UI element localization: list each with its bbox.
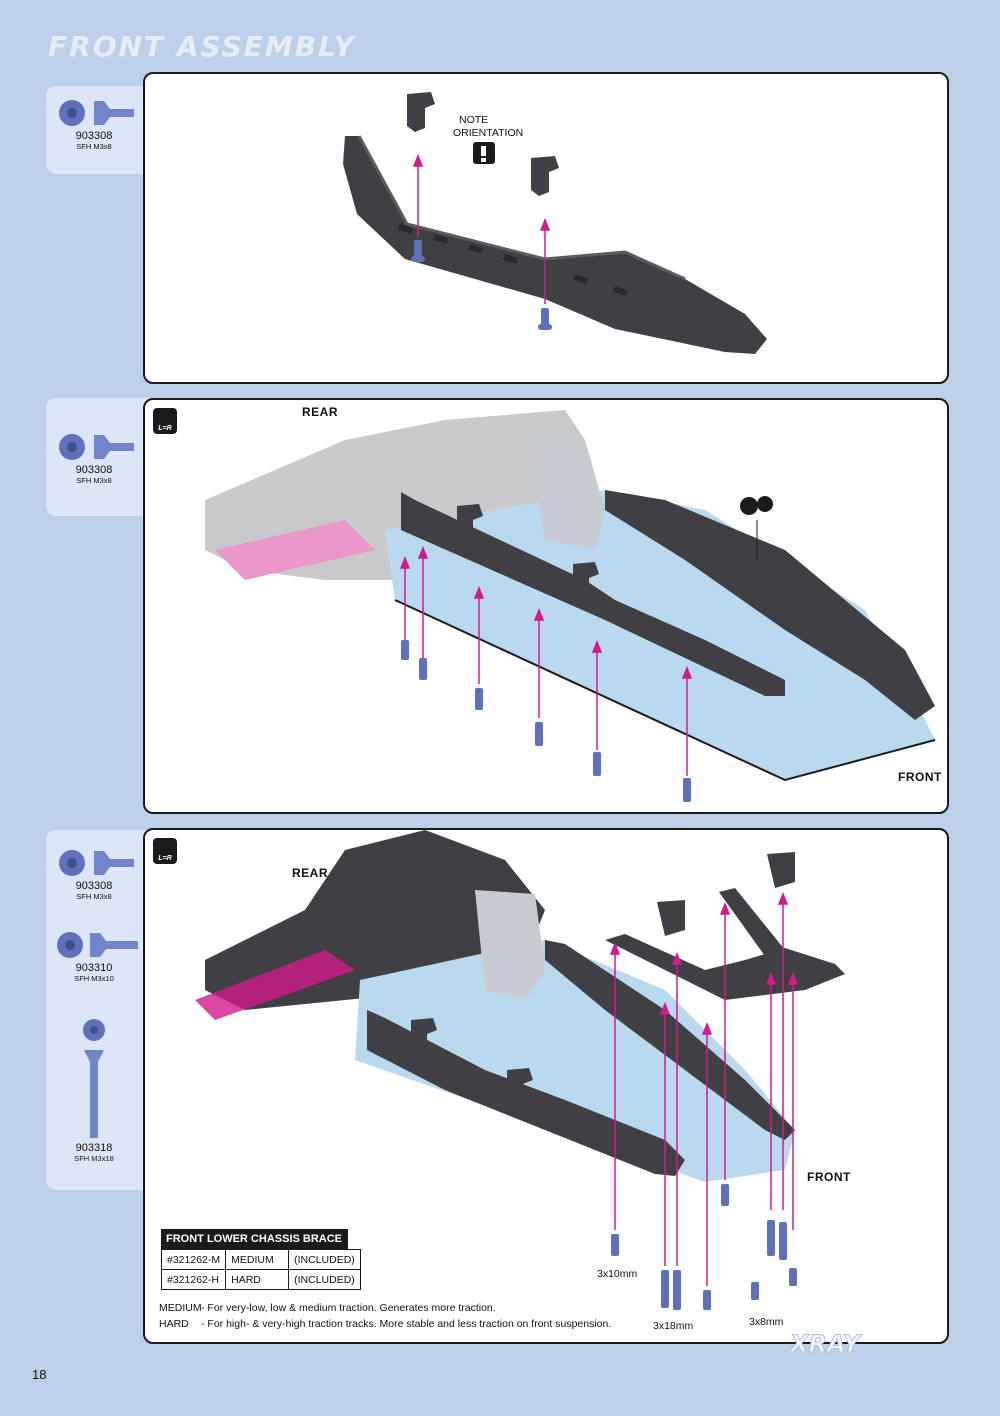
xray-logo: XRAY (790, 1330, 863, 1356)
hook-part (407, 92, 559, 196)
step3-parts-tab: 903308 SFH M3x8 903310 SFH M3x10 903318 … (46, 830, 156, 1190)
part-desc: SFH M3x18 (74, 1154, 114, 1163)
note-row: HARD - For high- & very-high traction tr… (159, 1316, 611, 1332)
sfh-screw-icon (59, 434, 134, 460)
part-code: 903308 (75, 880, 113, 892)
front-label: FRONT (807, 1170, 851, 1184)
front-label: FRONT (898, 770, 942, 784)
step2-parts-tab: 903308 SFH M3x8 (46, 398, 156, 516)
note-text: - For very-low, low & medium traction. G… (201, 1302, 496, 1314)
note-text-line1: NOTE (459, 114, 489, 126)
part-desc: SFH M3x10 (74, 974, 114, 983)
step1-parts-tab: 903308 SFH M3x8 (46, 86, 156, 174)
chassis-plate (355, 940, 795, 1182)
sfh-screw-icon (57, 932, 138, 958)
table-cell: (INCLUDED) (288, 1249, 361, 1270)
brace-notes: MEDIUM - For very-low, low & medium trac… (159, 1300, 611, 1332)
table-cell: (INCLUDED) (288, 1269, 361, 1290)
step1-panel: NOTE ORIENTATION (143, 72, 949, 384)
note-text: - For high- & very-high traction tracks.… (201, 1318, 612, 1330)
step2-illustration (205, 410, 936, 802)
note-key: MEDIUM (159, 1302, 202, 1314)
note-row: MEDIUM - For very-low, low & medium trac… (159, 1300, 611, 1316)
page-title: FRONT ASSEMBLY (48, 30, 356, 63)
brace-table: #321262-M MEDIUM (INCLUDED) #321262-H HA… (160, 1249, 361, 1290)
part-item: 903310 SFH M3x10 (46, 928, 142, 983)
rear-label: REAR (302, 405, 339, 419)
note-key: HARD (159, 1318, 189, 1330)
screw-label-3x8: 3x8mm (749, 1316, 784, 1328)
sfh-screw-icon (59, 100, 134, 126)
adjust-icon (740, 496, 773, 515)
sfh-screw-icon (59, 850, 134, 876)
step2-panel: L=R (143, 398, 949, 814)
note-text-line2: ORIENTATION (453, 127, 524, 139)
page-number: 18 (32, 1367, 47, 1382)
lr-symmetry-icon: L=R (153, 408, 177, 434)
part-code: 903318 (75, 1142, 113, 1154)
part-desc: SFH M3x8 (76, 476, 112, 485)
part-item: 903308 SFH M3x8 (46, 846, 142, 901)
table-cell: #321262-H (160, 1269, 227, 1290)
logo-text: XRAY (790, 1330, 863, 1356)
table-row: #321262-H HARD (INCLUDED) (160, 1269, 361, 1290)
brace-table-title: FRONT LOWER CHASSIS BRACE (161, 1229, 348, 1249)
table-cell: MEDIUM (225, 1249, 290, 1270)
step3-illustration (195, 830, 845, 1310)
part-code: 903310 (75, 962, 113, 974)
long-screw-icon (83, 1019, 105, 1138)
part-item: 903318 SFH M3x18 (46, 1016, 142, 1163)
table-cell: #321262-M (160, 1249, 227, 1270)
part-desc: SFH M3x8 (76, 142, 112, 151)
screw-label-3x18: 3x18mm (653, 1320, 694, 1332)
part-desc: SFH M3x8 (76, 892, 112, 901)
part-code: 903308 (75, 130, 113, 142)
table-row: #321262-M MEDIUM (INCLUDED) (160, 1249, 361, 1270)
screw-label-3x10: 3x10mm (597, 1268, 638, 1280)
lr-symmetry-icon: L=R (153, 838, 177, 864)
part-item: 903308 SFH M3x8 (46, 96, 142, 151)
step3-panel: L=R (143, 828, 949, 1344)
part-code: 903308 (75, 464, 113, 476)
rear-label: REAR (292, 866, 329, 880)
table-cell: HARD (225, 1269, 290, 1290)
step1-illustration (343, 92, 767, 354)
part-item: 903308 SFH M3x8 (46, 430, 142, 485)
